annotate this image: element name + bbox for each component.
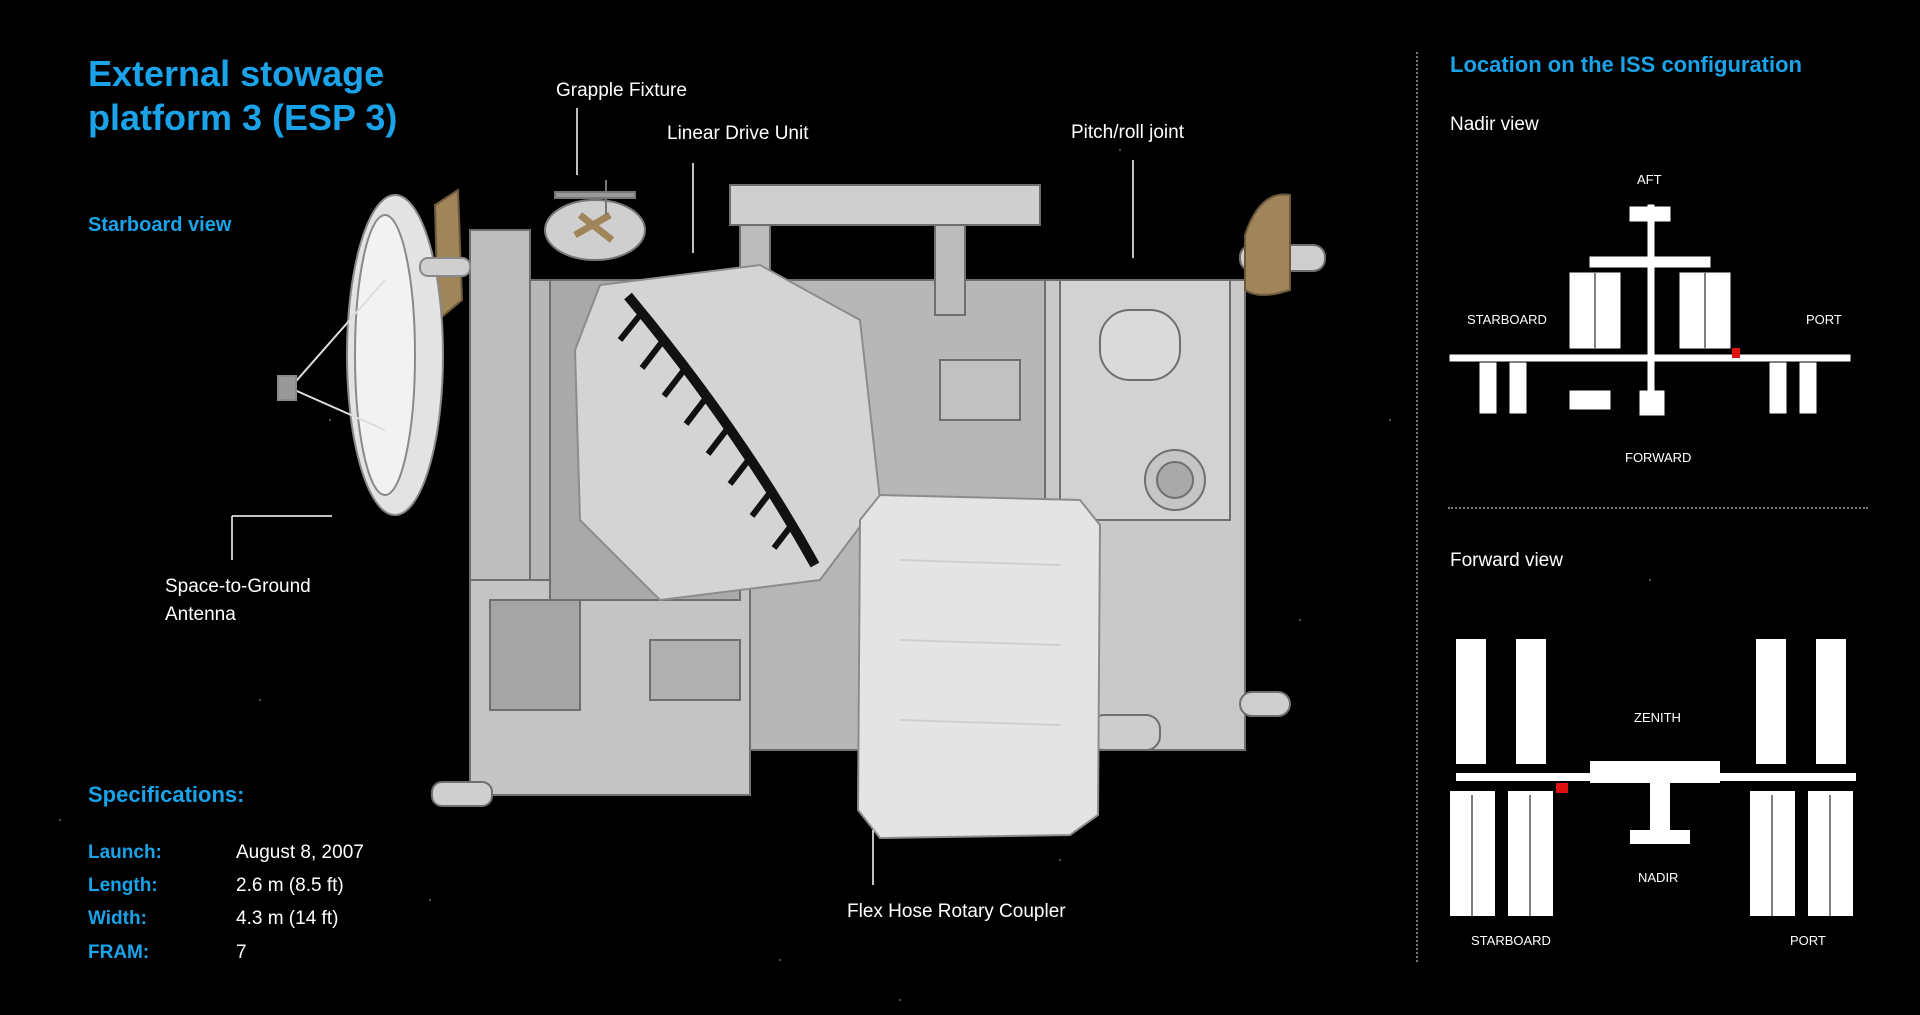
- forward-starboard-label: STARBOARD: [1471, 933, 1551, 948]
- spec-key: Launch:: [88, 842, 162, 863]
- iss-forward-diagram: [1450, 639, 1856, 916]
- flex-hose-rotary-coupler: [856, 493, 1102, 840]
- spec-value: August 8, 2007: [236, 842, 364, 863]
- vertical-divider: [1416, 52, 1418, 962]
- spec-key: Length:: [88, 875, 158, 896]
- spec-row: Launch: August 8, 2007: [88, 842, 488, 872]
- linear-drive-unit-label: Linear Drive Unit: [667, 123, 809, 144]
- forward-port-label: PORT: [1790, 933, 1826, 948]
- nadir-starboard-label: STARBOARD: [1467, 312, 1547, 327]
- iss-nadir-diagram: [1449, 204, 1851, 416]
- spec-key: FRAM:: [88, 942, 150, 963]
- grapple-fixture: [544, 180, 646, 261]
- esp3-location-marker: [1732, 348, 1740, 358]
- forward-view-title: Forward view: [1450, 550, 1563, 571]
- spec-value: 4.3 m (14 ft): [236, 908, 339, 929]
- forward-zenith-label: ZENITH: [1634, 710, 1681, 725]
- specifications-heading: Specifications:: [88, 782, 245, 807]
- spec-row: Width: 4.3 m (14 ft): [88, 908, 488, 938]
- nadir-port-label: PORT: [1806, 312, 1842, 327]
- space-to-ground-line1: Space-to-Ground: [165, 576, 311, 597]
- flex-hose-label: Flex Hose Rotary Coupler: [847, 901, 1066, 922]
- stowage-bag-strapped: [573, 263, 882, 602]
- nadir-view-title: Nadir view: [1450, 114, 1539, 135]
- page-title: External stowage platform 3 (ESP 3): [88, 53, 398, 138]
- space-to-ground-line2: Antenna: [165, 604, 236, 625]
- grapple-fixture-label: Grapple Fixture: [556, 80, 687, 101]
- nadir-forward-label: FORWARD: [1625, 450, 1692, 465]
- location-title: Location on the ISS configuration: [1450, 52, 1802, 77]
- esp3-location-marker: [1556, 783, 1568, 793]
- starboard-view-label: Starboard view: [88, 214, 232, 236]
- spec-row: FRAM: 7: [88, 942, 488, 972]
- esp3-illustration: [231, 108, 1326, 885]
- spec-value: 2.6 m (8.5 ft): [236, 875, 344, 896]
- space-to-ground-antenna-label: Space-to-Ground Antenna: [165, 573, 311, 629]
- forward-nadir-label: NADIR: [1638, 870, 1679, 885]
- nadir-aft-label: AFT: [1637, 172, 1662, 187]
- spec-row: Length: 2.6 m (8.5 ft): [88, 875, 488, 905]
- pitch-roll-joint-label: Pitch/roll joint: [1071, 122, 1184, 143]
- spec-value: 7: [236, 942, 247, 963]
- space-to-ground-antenna-dish: [277, 194, 471, 516]
- horizontal-divider: [1448, 507, 1868, 509]
- leader-lines: [231, 108, 1134, 885]
- spec-key: Width:: [88, 908, 147, 929]
